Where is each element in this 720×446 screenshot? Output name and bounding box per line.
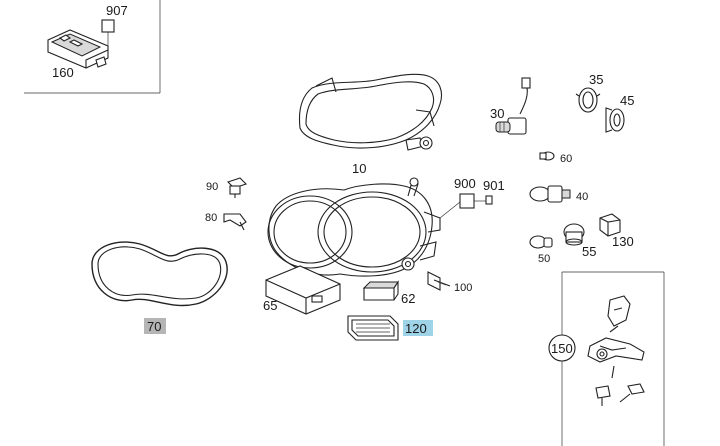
part-45-cap[interactable]: [605, 107, 625, 133]
label-62: 62: [401, 291, 415, 306]
label-60: 60: [560, 153, 572, 165]
part-50-bulb[interactable]: [529, 235, 553, 249]
label-900: 900: [454, 176, 476, 191]
label-150-circle: [548, 334, 576, 362]
label-50: 50: [538, 253, 550, 265]
part-35-ring[interactable]: [575, 87, 601, 113]
part-55-socket[interactable]: [563, 223, 585, 246]
part-70-gasket[interactable]: [91, 241, 228, 307]
part-65-control-unit[interactable]: [265, 265, 341, 315]
part-headlamp-assembly[interactable]: [267, 177, 441, 277]
part-907-tag: 907: [101, 3, 128, 46]
inset-frame-bottomright: [561, 271, 665, 446]
part-80-clip[interactable]: [223, 213, 247, 231]
part-130-block[interactable]: [599, 213, 621, 237]
label-30: 30: [490, 106, 504, 121]
label-10: 10: [352, 161, 366, 176]
label-55: 55: [582, 244, 596, 259]
label-901: 901: [483, 178, 505, 193]
part-120-tray[interactable]: [347, 315, 399, 341]
label-907: 907: [106, 3, 128, 18]
label-65: 65: [263, 298, 277, 313]
part-62-module[interactable]: [362, 280, 399, 301]
inset-frame-topleft: [24, 0, 161, 94]
label-90: 90: [206, 181, 218, 193]
label-130: 130: [612, 234, 634, 249]
part-90-screw[interactable]: [226, 177, 248, 198]
part-60-small-bulb[interactable]: [539, 151, 555, 161]
part-10-headlamp-housing[interactable]: [298, 73, 443, 151]
label-70: 70: [147, 319, 161, 334]
part-160-module[interactable]: [47, 29, 109, 69]
label-45: 45: [620, 93, 634, 108]
label-100: 100: [454, 282, 472, 294]
part-900-901-connector[interactable]: [439, 193, 493, 219]
label-40: 40: [576, 191, 588, 203]
label-150: 150: [551, 341, 573, 356]
part-40-bulb[interactable]: [529, 185, 571, 203]
label-35: 35: [589, 72, 603, 87]
label-70-highlight: [144, 318, 166, 334]
part-150-bracket[interactable]: [587, 295, 645, 406]
label-120-highlight: [403, 320, 433, 336]
part-100-bolt[interactable]: [427, 271, 451, 291]
label-120: 120: [405, 321, 427, 336]
label-160: 160: [52, 65, 74, 80]
label-80: 80: [205, 212, 217, 224]
part-30-bulb-cable[interactable]: [495, 77, 531, 135]
